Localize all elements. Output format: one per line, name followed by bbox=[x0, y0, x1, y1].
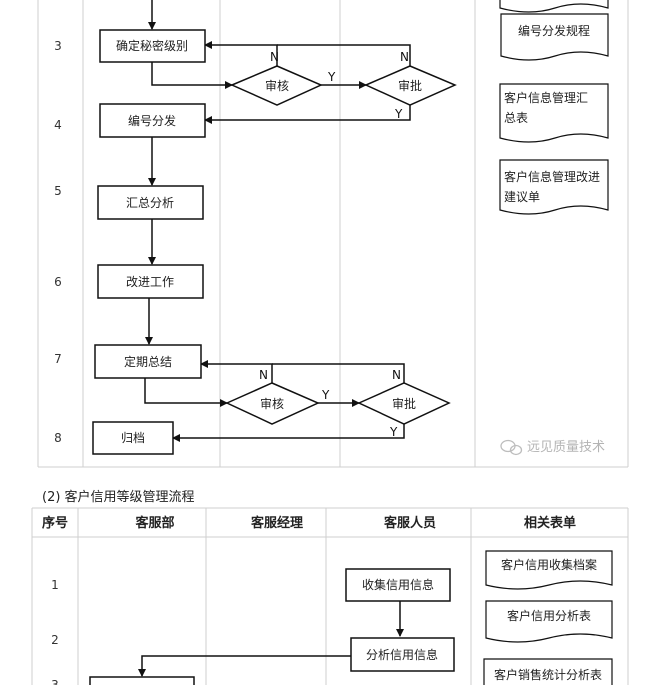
branch-label-no: N bbox=[270, 50, 279, 64]
document-label-line: 总表 bbox=[504, 111, 528, 125]
document-shape: 客户信息管理改进 建议单 bbox=[499, 159, 609, 215]
upper-flowchart: 3 4 5 6 7 8 bbox=[37, 0, 629, 468]
row-number: 3 bbox=[51, 678, 59, 685]
document-label-line: 建议单 bbox=[504, 190, 540, 204]
document-shape: 客户信用收集档案 bbox=[485, 550, 613, 590]
branch-label-no: N bbox=[400, 50, 409, 64]
process-box-label: 改进工作 bbox=[126, 275, 174, 289]
decision-diamond: 审批 bbox=[357, 382, 451, 425]
document-label: 客户销售统计分析表 bbox=[494, 667, 602, 682]
process-box: 分析信用信息 bbox=[350, 637, 455, 672]
row-number: 2 bbox=[51, 633, 59, 647]
process-box-label: 定期总结 bbox=[124, 354, 172, 369]
decision-label: 审批 bbox=[392, 396, 416, 411]
process-box: 改进工作 bbox=[97, 264, 204, 299]
table-header: 客服部 bbox=[135, 515, 174, 531]
decision-diamond: 审批 bbox=[364, 65, 457, 106]
table-header: 客服经理 bbox=[251, 515, 303, 531]
process-box: 收集信用信息 bbox=[345, 568, 451, 602]
watermark: 远见质量技术 bbox=[500, 439, 605, 456]
document-shape: 客户信用分析表 bbox=[485, 600, 613, 643]
lower-connectors bbox=[138, 601, 404, 677]
branch-label-no: N bbox=[259, 368, 268, 382]
row-number: 8 bbox=[54, 431, 62, 445]
lower-flowchart: 序号 客服部 客服经理 客服人员 相关表单 1 2 3 收集信用信息 分析信用信… bbox=[31, 507, 629, 689]
row-number: 5 bbox=[54, 184, 62, 198]
branch-label-yes: Y bbox=[321, 388, 330, 402]
document-label: 客户信息管理改进 建议单 bbox=[504, 169, 604, 204]
branch-label-yes: Y bbox=[327, 70, 336, 84]
process-box: 编号分发 bbox=[99, 103, 206, 138]
decision-label: 审核 bbox=[265, 78, 289, 93]
branch-label-yes: Y bbox=[394, 107, 403, 121]
upper-grid bbox=[37, 0, 629, 468]
decision-diamond: 审核 bbox=[225, 382, 320, 425]
table-header: 序号 bbox=[42, 515, 68, 531]
process-box-partial bbox=[89, 676, 195, 689]
row-number: 1 bbox=[51, 578, 59, 592]
process-box-label: 分析信用信息 bbox=[366, 647, 438, 662]
document-label: 客户信用收集档案 bbox=[501, 557, 597, 572]
watermark-text: 远见质量技术 bbox=[527, 440, 605, 455]
row-number: 6 bbox=[54, 275, 62, 289]
table-header: 相关表单 bbox=[524, 515, 576, 531]
process-box: 汇总分析 bbox=[97, 185, 204, 220]
process-box: 确定秘密级别 bbox=[99, 29, 206, 63]
document-label-line: 客户信息管理改进 bbox=[504, 169, 600, 184]
upper-connectors bbox=[144, 0, 411, 442]
row-number: 7 bbox=[54, 352, 62, 366]
process-box: 归档 bbox=[92, 421, 174, 455]
process-box: 定期总结 bbox=[94, 344, 202, 379]
document-shape: 客户销售统计分析表 bbox=[483, 658, 613, 689]
process-box-label: 归档 bbox=[121, 431, 145, 445]
document-label: 客户信用分析表 bbox=[507, 608, 591, 623]
document-label-line: 客户信息管理汇 bbox=[504, 90, 588, 105]
process-box-label: 收集信用信息 bbox=[362, 577, 434, 592]
table-header: 客服人员 bbox=[384, 515, 436, 531]
section-caption: (2) 客户信用等级管理流程 bbox=[42, 490, 195, 505]
row-number: 4 bbox=[54, 118, 62, 132]
process-box-label: 确定秘密级别 bbox=[116, 38, 188, 53]
decision-diamond: 审核 bbox=[230, 65, 323, 106]
decision-label: 审批 bbox=[398, 78, 422, 93]
decision-label: 审核 bbox=[260, 396, 284, 411]
document-shape: 客户信息管理汇 总表 bbox=[499, 83, 609, 143]
document-label: 编号分发规程 bbox=[518, 23, 590, 38]
document-label: 客户信息管理汇 总表 bbox=[504, 90, 592, 125]
wechat-logo-icon bbox=[500, 439, 523, 456]
document-shape bbox=[499, 0, 609, 13]
process-box-label: 汇总分析 bbox=[126, 196, 174, 210]
document-shape: 编号分发规程 bbox=[500, 13, 609, 61]
row-number: 3 bbox=[54, 39, 62, 53]
branch-label-no: N bbox=[392, 368, 401, 382]
process-box-label: 编号分发 bbox=[128, 113, 176, 128]
branch-label-yes: Y bbox=[389, 425, 398, 439]
